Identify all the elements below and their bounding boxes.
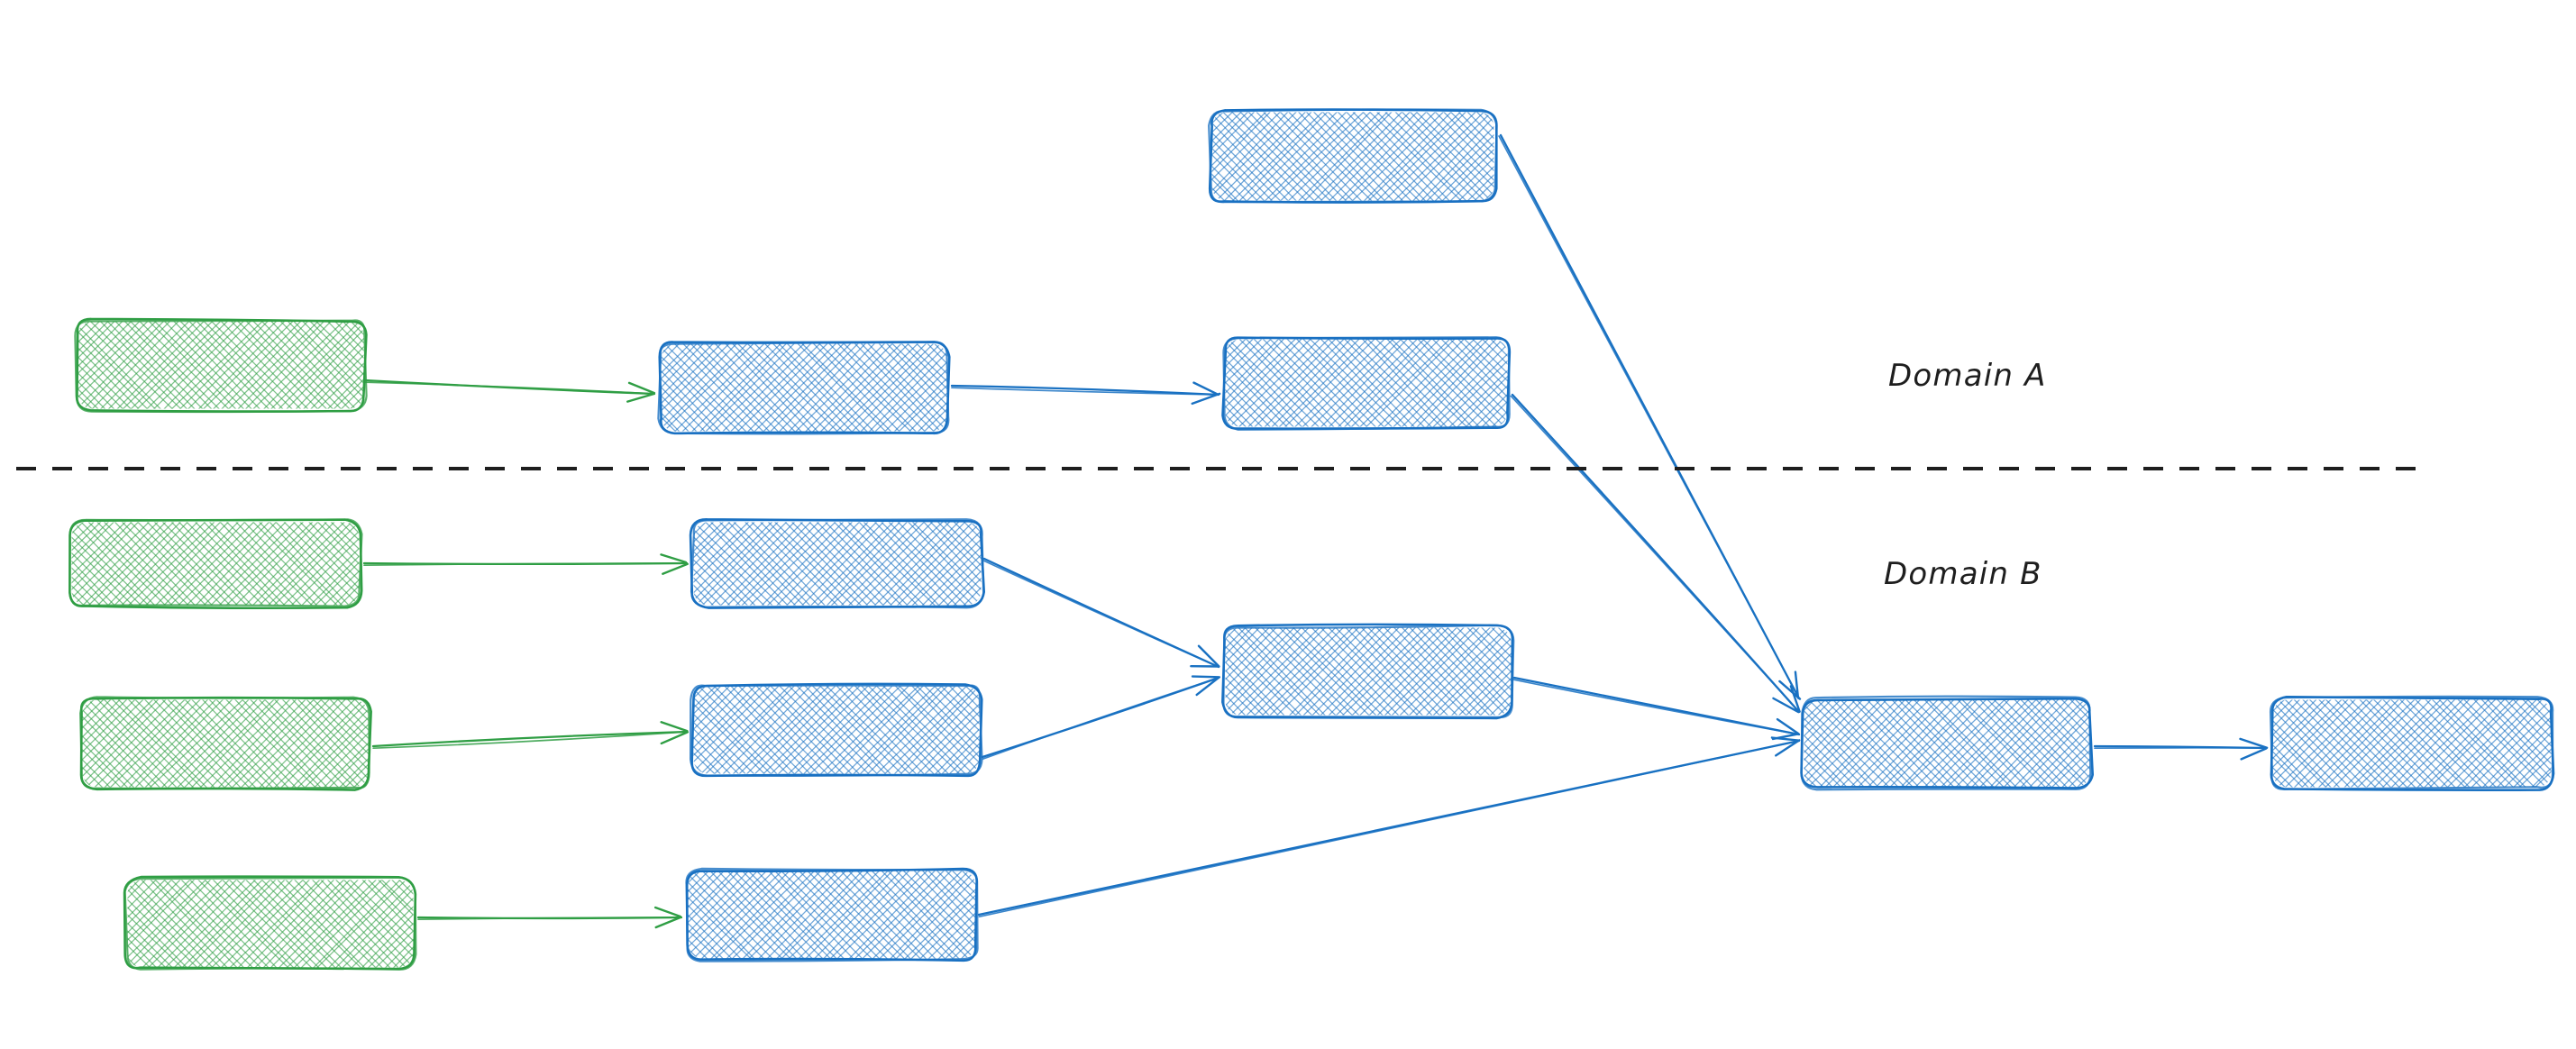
edge-b-merge-to-b-hub: [1512, 676, 1801, 741]
node-b-src-3[interactable]: [18, 875, 523, 971]
label-domain-a: Domain A: [1888, 358, 2047, 394]
edge-a-right-to-b-hub: [1510, 393, 1801, 714]
node-a-right[interactable]: [1115, 336, 1612, 431]
node-b-mid-1[interactable]: [588, 517, 1081, 609]
node-b-hub[interactable]: [1694, 695, 2200, 791]
edge-b-src-3-to-b-mid-3: [416, 906, 683, 929]
node-a-src[interactable]: [0, 317, 472, 414]
node-b-merge[interactable]: [1116, 623, 1619, 720]
node-b-src-2[interactable]: [0, 696, 476, 791]
edge-b-src-1-to-b-mid-1: [362, 553, 689, 575]
edge-a-mid-to-a-right: [950, 381, 1221, 406]
node-b-src-1[interactable]: [0, 518, 459, 610]
label-domain-b: Domain B: [1884, 556, 2042, 592]
edge-b-mid-2-to-b-merge: [981, 675, 1221, 760]
edge-a-src-to-a-mid: [363, 379, 656, 403]
edge-a-top-to-b-hub: [1498, 133, 1802, 700]
node-b-mid-3[interactable]: [578, 867, 1084, 962]
edge-b-mid-1-to-b-merge: [982, 557, 1220, 669]
node-b-out[interactable]: [2163, 695, 2576, 791]
node-b-mid-2[interactable]: [584, 682, 1089, 778]
edge-b-src-2-to-b-mid-2: [371, 721, 690, 750]
edge-b-hub-to-b-out: [2093, 737, 2269, 761]
node-a-top[interactable]: [1101, 108, 1597, 204]
edge-b-mid-3-to-b-hub: [977, 736, 1801, 917]
node-a-mid[interactable]: [553, 341, 1056, 435]
